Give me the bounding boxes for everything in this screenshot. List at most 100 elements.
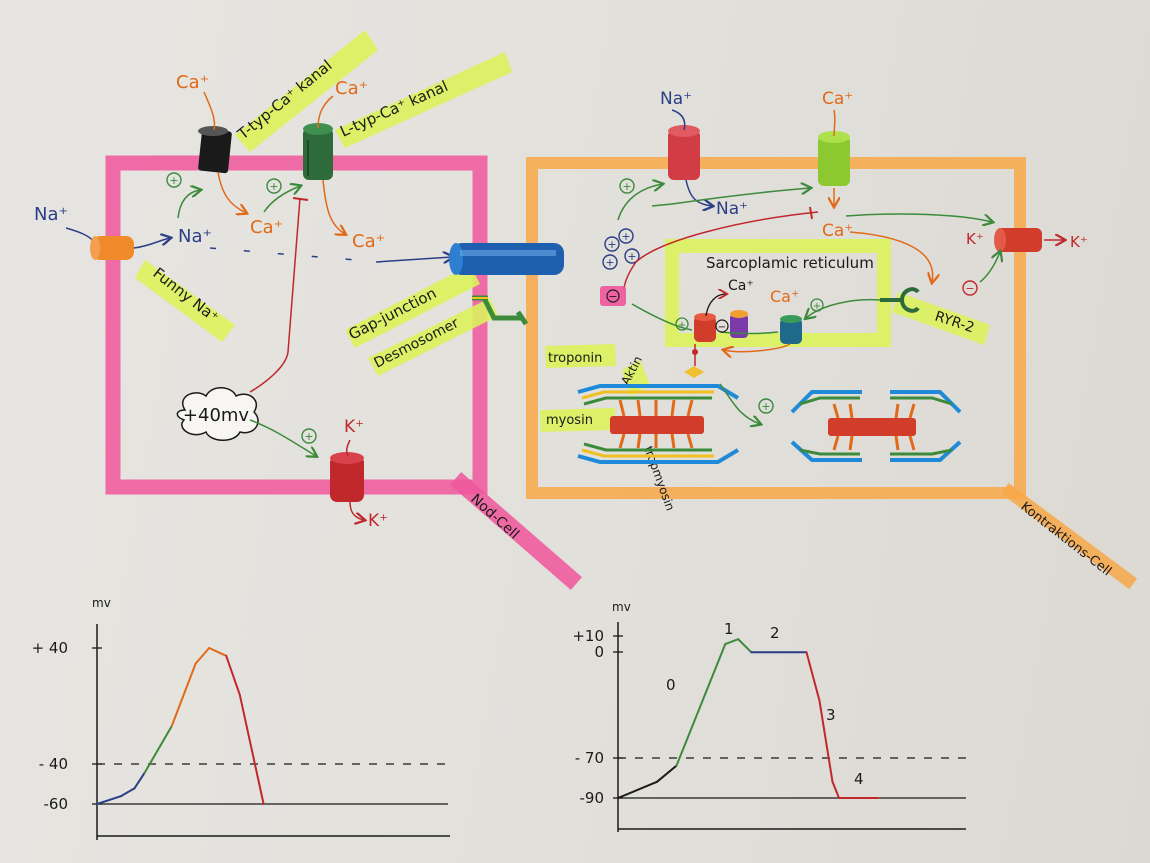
positive-ions: + + + +: [602, 228, 640, 270]
contract-k-ion-in: K⁺: [966, 230, 984, 248]
plus-icon: +: [301, 428, 317, 444]
sarcomere-relaxed: [577, 384, 740, 464]
plus-icon: +: [758, 398, 774, 414]
plus-icon: +: [619, 178, 635, 194]
ap-curve-segment: [133, 771, 146, 790]
y-tick-label: - 40: [39, 755, 68, 773]
plus-icon: +: [166, 172, 182, 188]
svg-text:−: −: [608, 290, 617, 303]
minus-icon: −: [715, 319, 729, 333]
t-type-channel: [198, 126, 232, 174]
ap-curve-segment: [617, 780, 658, 799]
ap-curve-segment: [831, 780, 840, 799]
y-tick-label: 0: [594, 643, 604, 661]
svg-text:+: +: [813, 301, 821, 312]
kontraktions-cell-label: Kontraktions-Cell: [1018, 499, 1114, 579]
contract-k-ion-out: K⁺: [1070, 233, 1088, 251]
ap-curve-segment: [675, 683, 710, 767]
contract-na-channel: [668, 125, 700, 180]
minus-icon: −: [962, 280, 978, 296]
funny-na-ion-out: Na⁺: [178, 226, 212, 247]
nod-k-channel: [330, 452, 364, 502]
plus-icon: +: [266, 178, 282, 194]
tropomyosin-label: tropmyosin: [641, 444, 677, 512]
nod-cell-label: Nod-Cell: [467, 491, 522, 542]
contract-ca-ion-out: Ca⁺: [822, 221, 853, 241]
svg-text:+: +: [621, 230, 630, 243]
ap-curve-segment: [96, 795, 122, 805]
sr-channel-purple: [730, 310, 748, 338]
svg-text:+: +: [678, 320, 686, 331]
ap-curve-segment: [238, 693, 255, 759]
funny-channel: [90, 236, 134, 260]
yellow-highlights: [135, 30, 990, 432]
ap-curve-segment: [252, 756, 265, 805]
ap-curve-segment: [805, 651, 821, 702]
sr-channel-red: [694, 313, 716, 342]
cloud-voltage: +40mv: [176, 387, 259, 441]
myosin-label: myosin: [546, 413, 593, 428]
phase-label: 0: [666, 676, 676, 694]
svg-text:+: +: [605, 256, 614, 269]
contract-na-ion-in: Na⁺: [660, 89, 692, 109]
ap-curve-segment: [724, 638, 740, 646]
svg-text:+: +: [622, 180, 631, 193]
chart2-ylabel: mv: [612, 600, 631, 614]
sr-channel-teal: [780, 315, 802, 344]
ap-curve-segment: [194, 647, 211, 665]
ap-curve-segment: [656, 764, 678, 783]
svg-text:+: +: [607, 238, 616, 251]
sr-ca-ion-2: Ca⁺: [770, 287, 799, 306]
t-type-ca-ion: Ca⁺: [176, 72, 209, 93]
plus-icon: +: [675, 317, 689, 331]
ap-curve-segment: [708, 643, 727, 686]
svg-text:+: +: [169, 174, 178, 187]
phase-label: 3: [826, 706, 836, 724]
l-type-ca-ion: Ca⁺: [335, 78, 368, 99]
contract-ca-ion-in: Ca⁺: [822, 89, 853, 109]
y-tick-label: - 70: [575, 749, 604, 767]
y-tick-label: +10: [572, 627, 604, 645]
minus-icon: −: [600, 286, 626, 306]
ap-curve-segment: [143, 725, 173, 774]
nod-ca-ion-1: Ca⁺: [250, 217, 283, 238]
ap-curve-segment: [208, 647, 228, 657]
chart1-ylabel: mv: [92, 596, 111, 610]
sr-label: Sarcoplamic reticulum: [706, 254, 874, 272]
sr-ca-ion: Ca⁺: [728, 278, 754, 294]
gap-junction: [449, 243, 564, 275]
phase-label: 4: [854, 770, 864, 788]
nod-ca-ion-2: Ca⁺: [352, 231, 385, 252]
phase-label: 2: [770, 624, 780, 642]
l-type-channel: [303, 123, 333, 180]
contract-l-type-channel: [818, 131, 850, 186]
y-tick-label: + 40: [32, 639, 68, 657]
nod-k-ion-out: K⁺: [368, 511, 388, 531]
phase-label: 1: [724, 620, 734, 638]
ap-curve-segment: [170, 662, 197, 727]
ap-curve-segment: [225, 654, 241, 696]
svg-text:+: +: [761, 400, 770, 413]
ap-curve-segment: [119, 787, 136, 798]
svg-text:+: +: [269, 180, 278, 193]
ap-curve-segment: [737, 638, 753, 654]
svg-text:−: −: [965, 282, 974, 295]
nodal-ap-chart: mv + 40 - 40 -60: [32, 596, 450, 840]
svg-text:+: +: [627, 250, 636, 263]
ryr2-receptor: [880, 287, 920, 313]
cloud-voltage-label: +40mv: [183, 405, 250, 426]
sarcomere-contracted: [790, 390, 962, 462]
y-tick-label: -90: [580, 789, 605, 807]
contract-na-ion-out: Na⁺: [716, 199, 748, 219]
nod-k-ion-in: K⁺: [344, 417, 364, 437]
funny-na-ion-in: Na⁺: [34, 204, 68, 225]
desmosome: [472, 295, 529, 326]
y-tick-label: -60: [44, 795, 69, 813]
troponin-label: troponin: [548, 351, 602, 366]
contract-k-channel: [994, 228, 1042, 252]
ap-curve-segment: [818, 699, 834, 783]
svg-text:−: −: [718, 322, 726, 333]
svg-text:+: +: [304, 430, 313, 443]
